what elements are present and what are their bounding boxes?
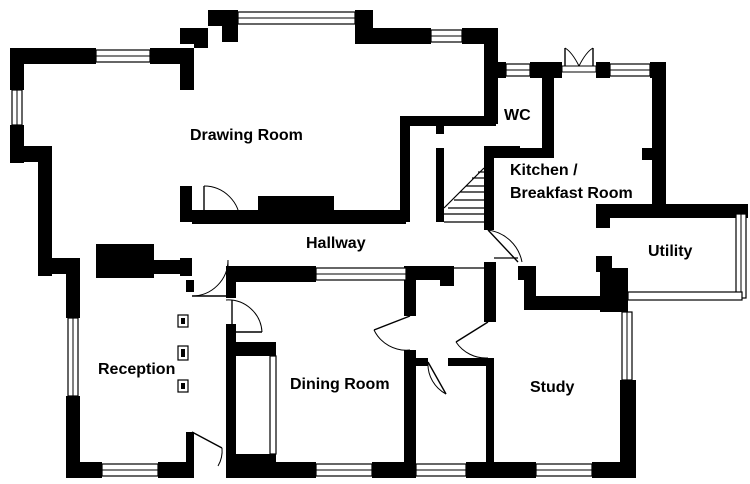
door-reception-bottom [191, 431, 223, 467]
label-wc: WC [504, 107, 531, 124]
doors [191, 185, 523, 467]
window-wc [505, 63, 531, 77]
door-drawing-room [203, 185, 241, 223]
door-study [455, 321, 489, 359]
window-dining-hall-screen [315, 267, 407, 281]
door-dining-corridor [373, 315, 411, 351]
door-reception-top [191, 259, 229, 297]
label-kitchen-line2: Breakfast Room [510, 185, 633, 202]
thin-partitions [406, 148, 518, 269]
door-kitchen [487, 229, 523, 263]
label-dining-room: Dining Room [290, 376, 390, 393]
door-corridor-lower [427, 361, 447, 395]
window-drawing-left [11, 89, 23, 126]
window-dining-left [269, 355, 277, 455]
window-utility-right [735, 213, 747, 299]
door-dining-top [225, 299, 263, 333]
label-hallway: Hallway [306, 235, 366, 252]
label-study: Study [530, 379, 575, 396]
french-doors-kitchen [561, 47, 597, 73]
socket-icon [177, 379, 189, 393]
window-drawing-top-left [95, 49, 151, 63]
window-utility-bottom [627, 291, 743, 301]
window-study-bottom [535, 463, 593, 477]
window-corridor-bottom [415, 463, 467, 477]
room-labels: Drawing Room WC Kitchen / Breakfast Room… [98, 107, 693, 396]
window-reception-left [67, 317, 79, 397]
label-kitchen-line1: Kitchen / [510, 162, 578, 179]
window-drawing-top [237, 11, 356, 25]
window-dining-bottom [315, 463, 373, 477]
window-reception-bottom [101, 463, 159, 477]
label-reception: Reception [98, 361, 175, 378]
label-utility: Utility [648, 243, 693, 260]
windows [11, 11, 747, 477]
sockets [177, 314, 189, 393]
staircase [443, 167, 485, 223]
socket-icon [177, 345, 189, 361]
label-drawing-room: Drawing Room [190, 127, 303, 144]
walls [10, 10, 748, 478]
window-kitchen [609, 63, 651, 77]
window-study-right [621, 311, 633, 381]
socket-icon [177, 314, 189, 328]
window-drawing-top-right [430, 29, 463, 43]
